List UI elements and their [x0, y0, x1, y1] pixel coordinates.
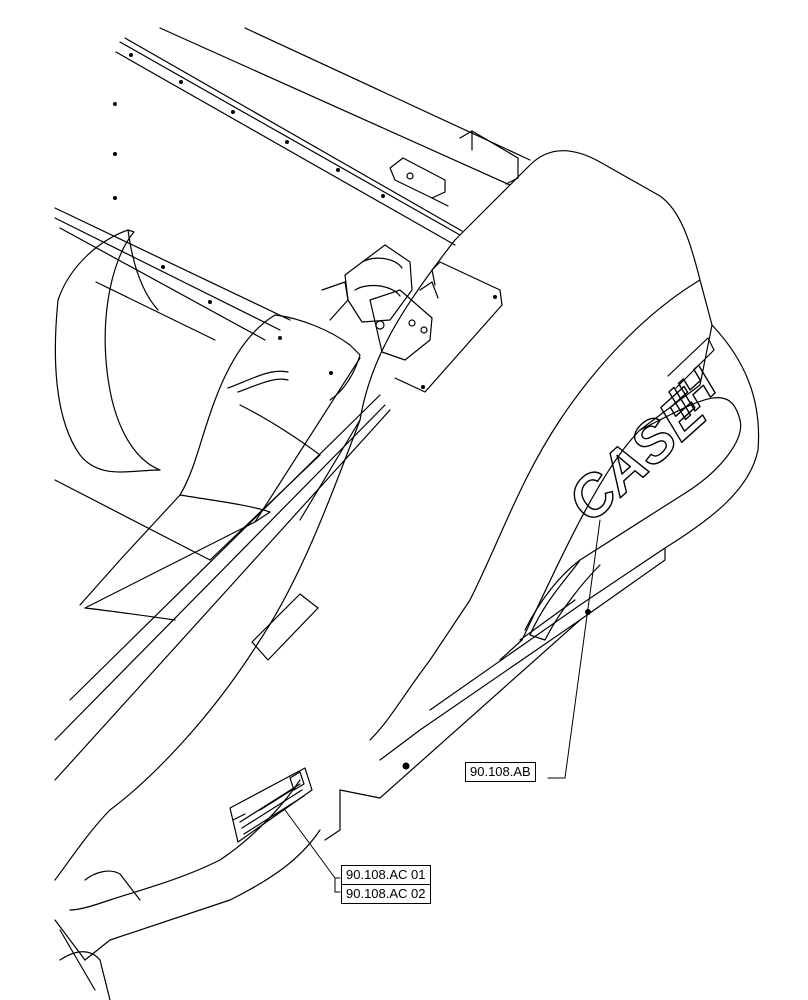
leader-lines: [284, 519, 601, 893]
logo-recess: [519, 397, 742, 641]
blank-plate: [251, 593, 319, 661]
mounting-bracket-top: [389, 130, 519, 207]
callout-90-108-ac-02[interactable]: 90.108.AC 02: [341, 884, 431, 904]
auger-drum: [54, 229, 216, 473]
leader-ac: [284, 809, 341, 879]
header-shroud: [54, 150, 760, 1000]
case-ih-logo: CASE IH: [555, 337, 727, 535]
upper-frame-rails: [54, 27, 531, 561]
hydraulic-motor: [321, 244, 503, 393]
leader-ab: [547, 519, 601, 779]
warning-decal: [229, 767, 313, 843]
rivets: [113, 53, 591, 770]
callout-90-108-ab[interactable]: 90.108.AB: [465, 762, 536, 782]
callout-90-108-ac-01[interactable]: 90.108.AC 01: [341, 865, 431, 885]
center-auger: [79, 314, 361, 621]
